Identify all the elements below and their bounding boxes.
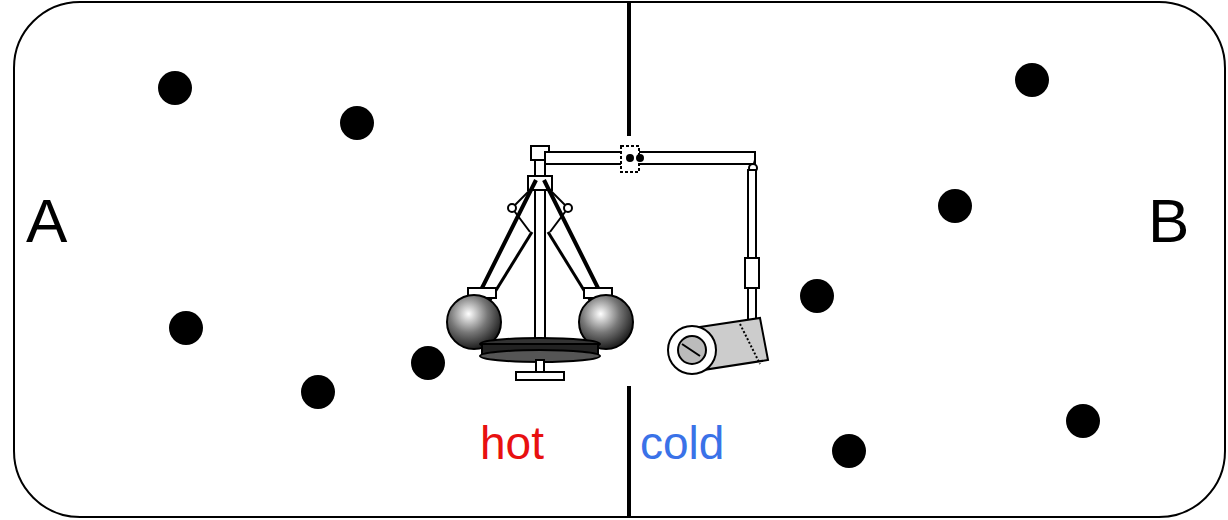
throttle-valve	[668, 160, 768, 374]
container-outline	[14, 2, 1225, 517]
temperature-label: hot	[480, 420, 544, 466]
chamber-label: B	[1148, 190, 1189, 252]
governor-pulley	[480, 338, 600, 380]
divider-wall	[627, 2, 631, 136]
gas-molecules	[158, 63, 1100, 468]
centrifugal-governor	[468, 146, 755, 350]
chamber-label: A	[26, 190, 67, 252]
temperature-label: cold	[640, 420, 724, 466]
divider-wall	[627, 386, 631, 517]
